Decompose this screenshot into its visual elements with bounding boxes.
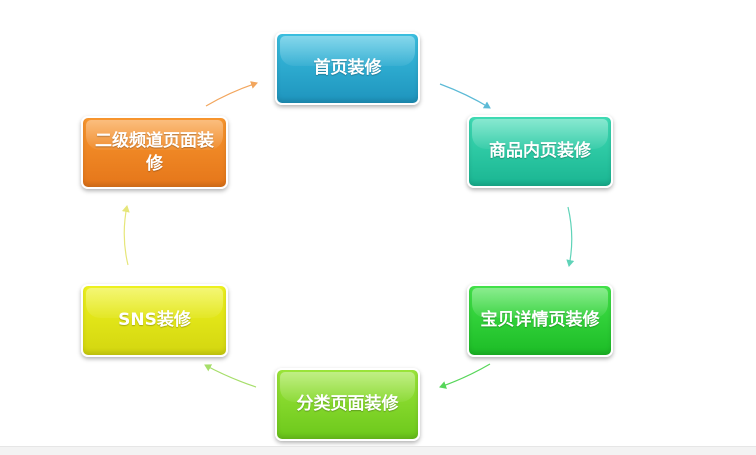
- node-sns-decoration: SNS装修: [81, 284, 228, 357]
- node-label: 二级频道页面装修: [95, 130, 214, 174]
- node-item-detail-page-decoration: 宝贝详情页装修: [467, 284, 613, 357]
- node-product-page-decoration: 商品内页装修: [467, 115, 613, 188]
- node-label: SNS装修: [118, 310, 191, 330]
- node-category-page-decoration: 分类页面装修: [275, 368, 420, 441]
- arrow-n3-to-n4: [439, 363, 491, 389]
- arrow-n2-to-n3: [566, 206, 575, 267]
- node-label: 分类页面装修: [296, 394, 399, 414]
- arrow-n1-to-n2: [439, 83, 491, 109]
- arrow-n4-to-n5: [204, 364, 257, 388]
- node-label: 首页装修: [313, 58, 382, 78]
- node-homepage-decoration: 首页装修: [275, 32, 420, 105]
- node-secondary-channel-page-decoration: 二级频道页面装修: [81, 116, 228, 189]
- arrow-n5-to-n6: [121, 205, 130, 266]
- arrow-n6-to-n1: [205, 81, 258, 107]
- node-label: 宝贝详情页装修: [480, 310, 600, 330]
- node-label: 商品内页装修: [489, 141, 591, 161]
- bottom-divider: [0, 446, 756, 455]
